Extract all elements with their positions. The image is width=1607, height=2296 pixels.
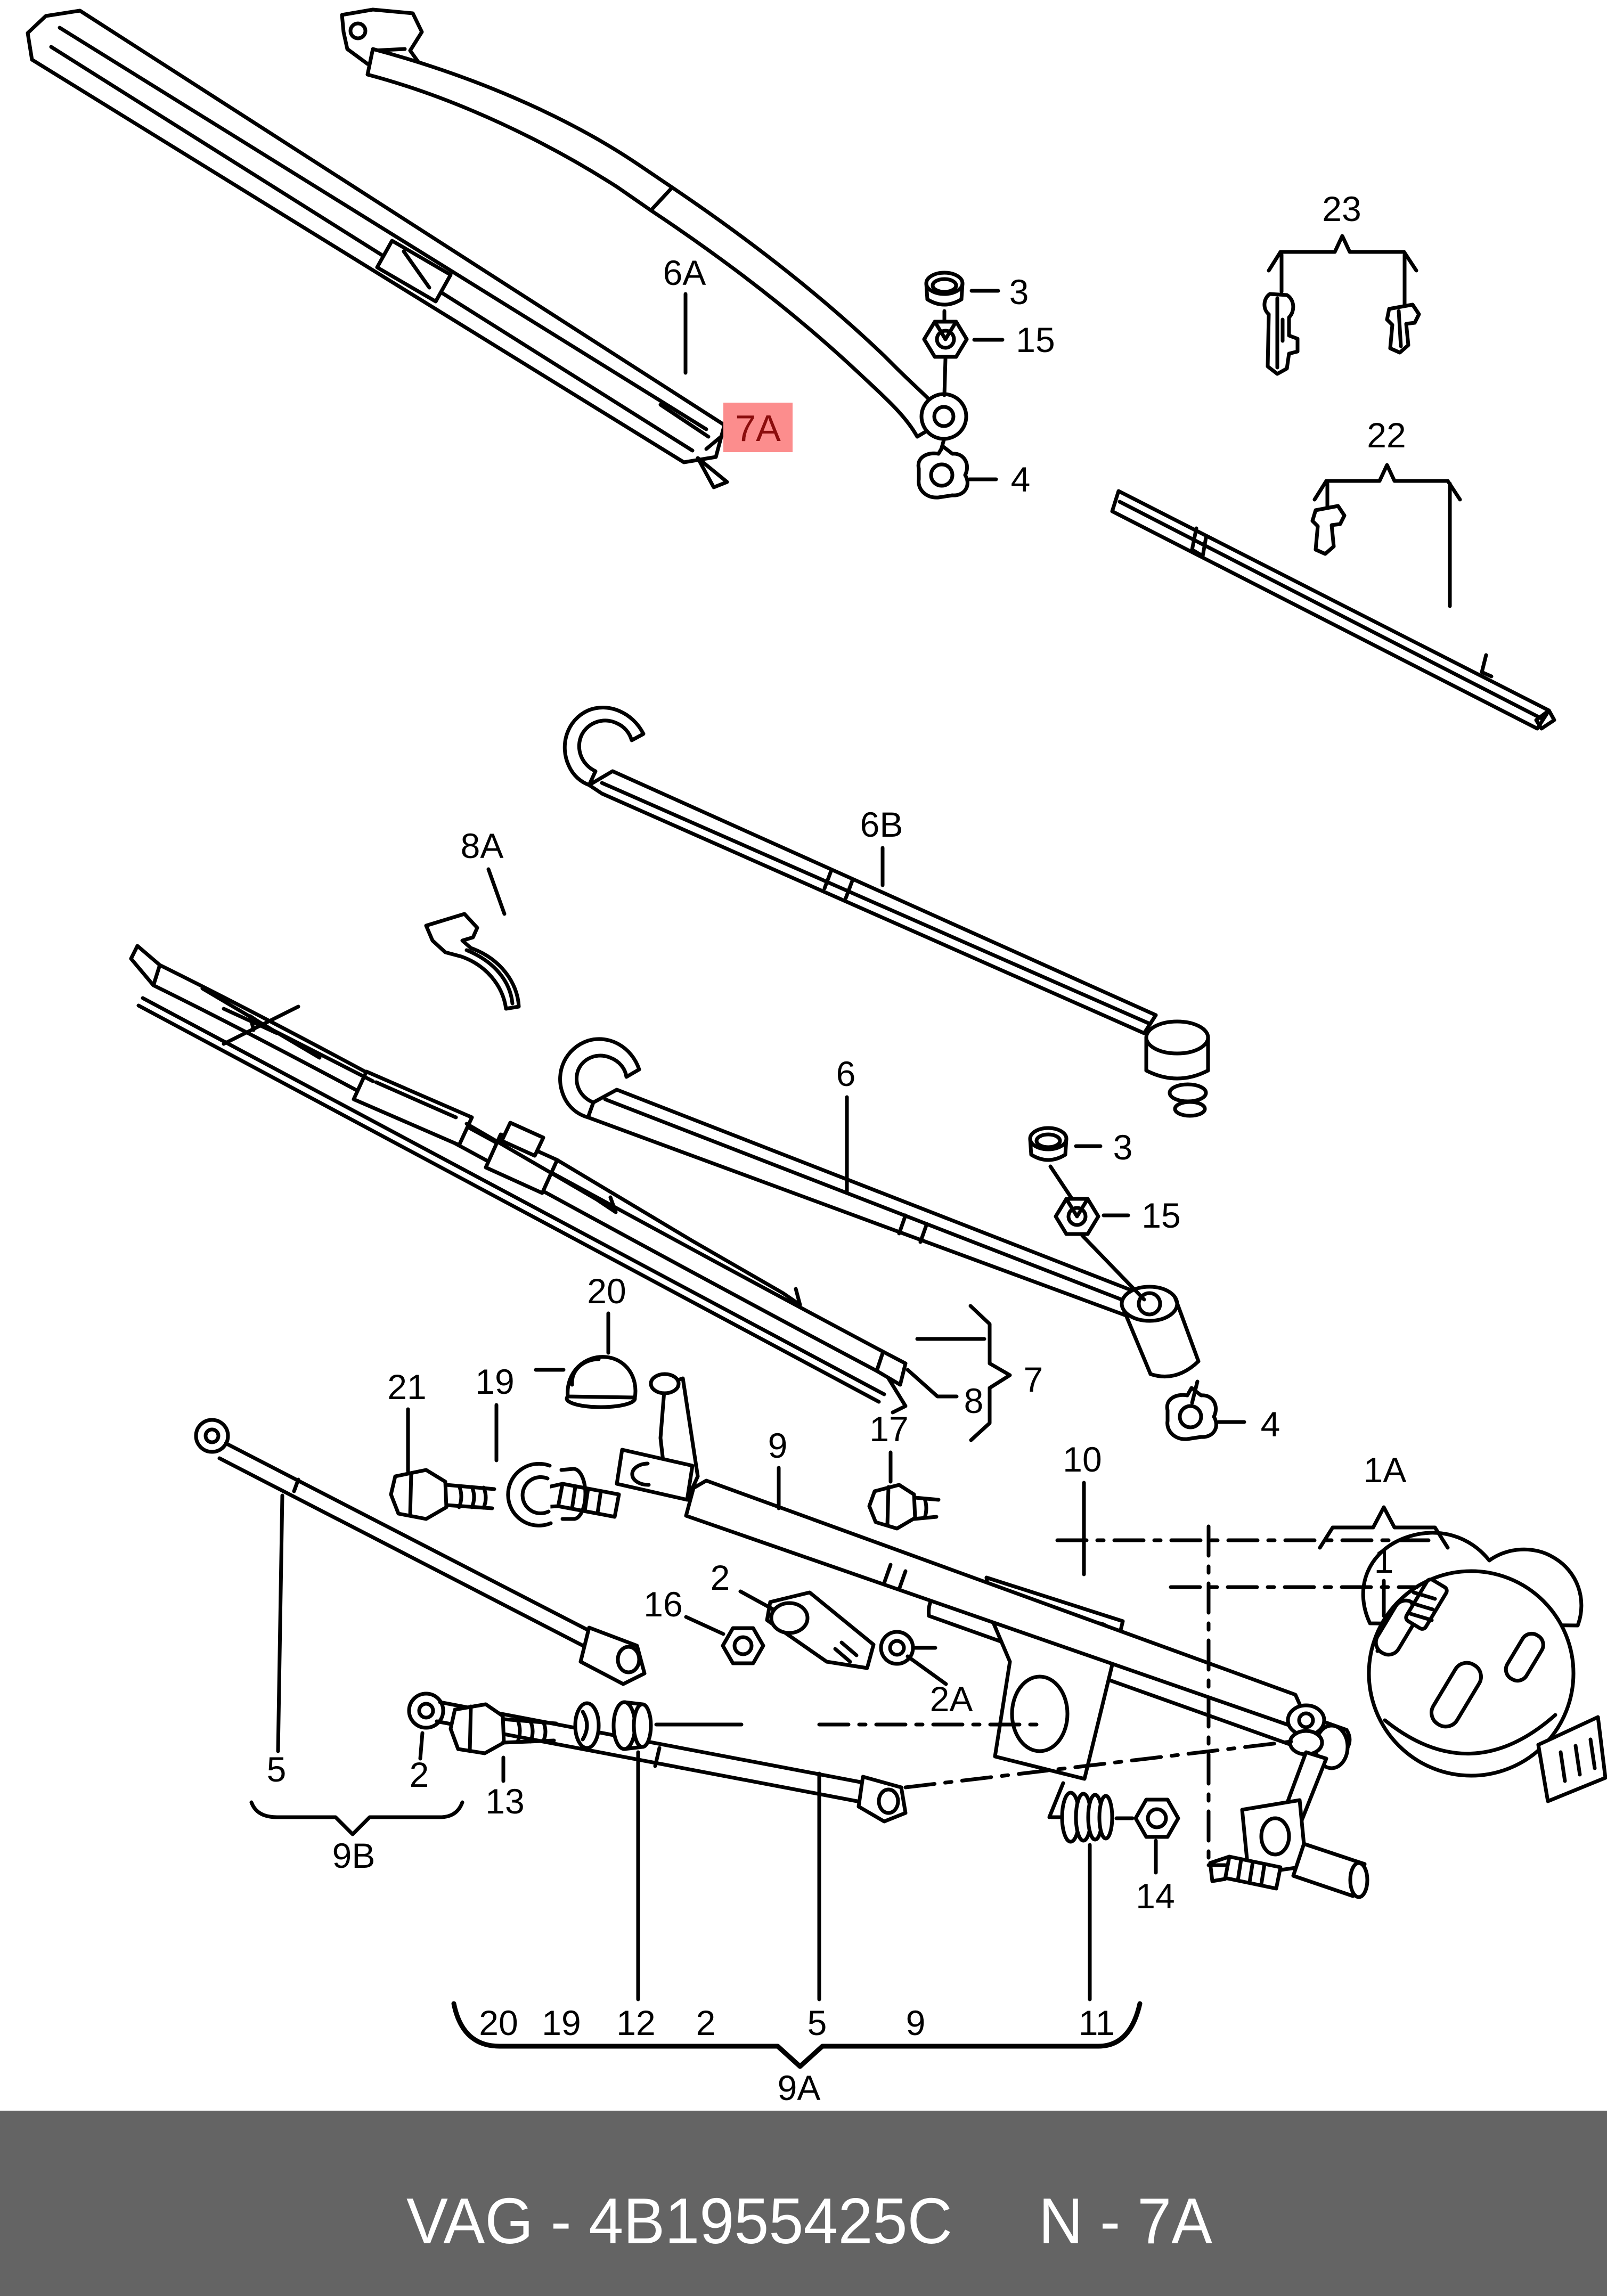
footer-background <box>0 2111 1607 2296</box>
footer-part-number: VAG - 4B1955425C <box>406 2185 952 2257</box>
part-label-6a[interactable]: 6A <box>663 253 706 292</box>
part-label-6[interactable]: 6 <box>836 1054 856 1093</box>
part-label-2-clamp[interactable]: 2 <box>711 1558 730 1597</box>
highlight-7a[interactable]: 7A <box>704 403 793 452</box>
wiper-motor-1 <box>1361 1531 1607 1803</box>
trim-strip-22 <box>1110 463 1556 731</box>
part-label-row-2[interactable]: 2 <box>696 2003 716 2042</box>
part-label-3-top[interactable]: 3 <box>1009 272 1029 312</box>
part-label-8[interactable]: 8 <box>964 1381 984 1420</box>
wiper-blade-7 <box>129 944 908 1415</box>
part-label-4-mid[interactable]: 4 <box>1261 1404 1280 1444</box>
flanged-bushing-12 <box>611 1700 744 1751</box>
nut-15-top <box>922 320 969 397</box>
ribbed-grommet <box>1047 1781 1114 1844</box>
part-label-13[interactable]: 13 <box>485 1782 524 1821</box>
bolt-13 <box>448 1702 558 1755</box>
washer-4-mid <box>1165 1379 1218 1441</box>
part-label-row-19[interactable]: 19 <box>542 2003 581 2042</box>
clip-group-23 <box>1262 234 1421 376</box>
part-label-10[interactable]: 10 <box>1063 1440 1102 1479</box>
bushing-19 <box>506 1461 588 1527</box>
part-label-7[interactable]: 7 <box>1024 1360 1043 1399</box>
link-rod-5-upper <box>194 1418 647 1686</box>
wiper-arm-6 <box>558 1037 1201 1379</box>
part-label-2-left[interactable]: 2 <box>410 1755 429 1794</box>
part-label-row-5[interactable]: 5 <box>807 2003 827 2042</box>
bearing-grommet-20 <box>534 1355 700 1519</box>
part-label-row-20[interactable]: 20 <box>479 2003 518 2042</box>
nut-14 <box>1114 1797 1180 1839</box>
part-label-9a[interactable]: 9A <box>778 2068 821 2107</box>
part-label-4-top[interactable]: 4 <box>1011 460 1031 499</box>
part-label-6b[interactable]: 6B <box>860 805 903 844</box>
bolt-17 <box>867 1483 941 1531</box>
part-label-22[interactable]: 22 <box>1367 415 1406 455</box>
nut-16 <box>721 1626 765 1665</box>
washer-4-top <box>916 438 969 500</box>
part-label-16[interactable]: 16 <box>643 1584 682 1624</box>
highlight-box <box>723 403 793 452</box>
part-label-3-mid[interactable]: 3 <box>1113 1127 1133 1167</box>
motor-crank-arm <box>1208 1729 1369 1899</box>
wave-washer <box>573 1701 601 1750</box>
part-label-row-11[interactable]: 11 <box>1079 2003 1115 2042</box>
part-label-23[interactable]: 23 <box>1322 189 1361 228</box>
link-rod-9 <box>684 1478 1326 1737</box>
wiper-blade-6a <box>26 9 729 489</box>
part-label-17[interactable]: 17 <box>869 1409 908 1449</box>
part-label-5-left[interactable]: 5 <box>267 1750 287 1789</box>
leader-lines <box>249 289 1450 2069</box>
footer-bar: VAG - 4B1955425C N - 7A <box>0 2111 1607 2296</box>
wiper-arm-6b <box>562 706 1210 1118</box>
part-label-15-mid[interactable]: 15 <box>1141 1196 1180 1235</box>
part-label-1[interactable]: 1 <box>1374 1541 1394 1580</box>
part-label-21[interactable]: 21 <box>387 1367 426 1407</box>
part-label-8a[interactable]: 8A <box>461 826 504 865</box>
part-label-row-9[interactable]: 9 <box>906 2003 926 2042</box>
part-label-15-top[interactable]: 15 <box>1016 320 1055 359</box>
highlight-label[interactable]: 7A <box>735 407 781 449</box>
part-label-row-12[interactable]: 12 <box>616 2003 655 2042</box>
part-label-14[interactable]: 14 <box>1136 1876 1174 1916</box>
nut-15-mid <box>1054 1197 1146 1302</box>
wiper-arm-6a <box>340 7 968 441</box>
axis-lines <box>817 1524 1440 1866</box>
part-label-9[interactable]: 9 <box>768 1426 788 1465</box>
part-label-19[interactable]: 19 <box>475 1362 514 1401</box>
cap-3-mid <box>1028 1126 1074 1200</box>
link-rod-5-lower <box>407 1692 908 1824</box>
footer-page-code: N - 7A <box>1039 2185 1213 2257</box>
clip-8a <box>424 912 521 1011</box>
part-label-1a[interactable]: 1A <box>1364 1450 1407 1490</box>
clamp-plate-2 <box>765 1590 876 1670</box>
part-label-2a[interactable]: 2A <box>930 1679 973 1719</box>
cap-3-top <box>924 271 965 326</box>
washer-2a <box>879 1630 937 1666</box>
part-label-20[interactable]: 20 <box>587 1271 626 1311</box>
bolt-21 <box>389 1468 496 1521</box>
part-label-9b[interactable]: 9B <box>332 1836 376 1875</box>
